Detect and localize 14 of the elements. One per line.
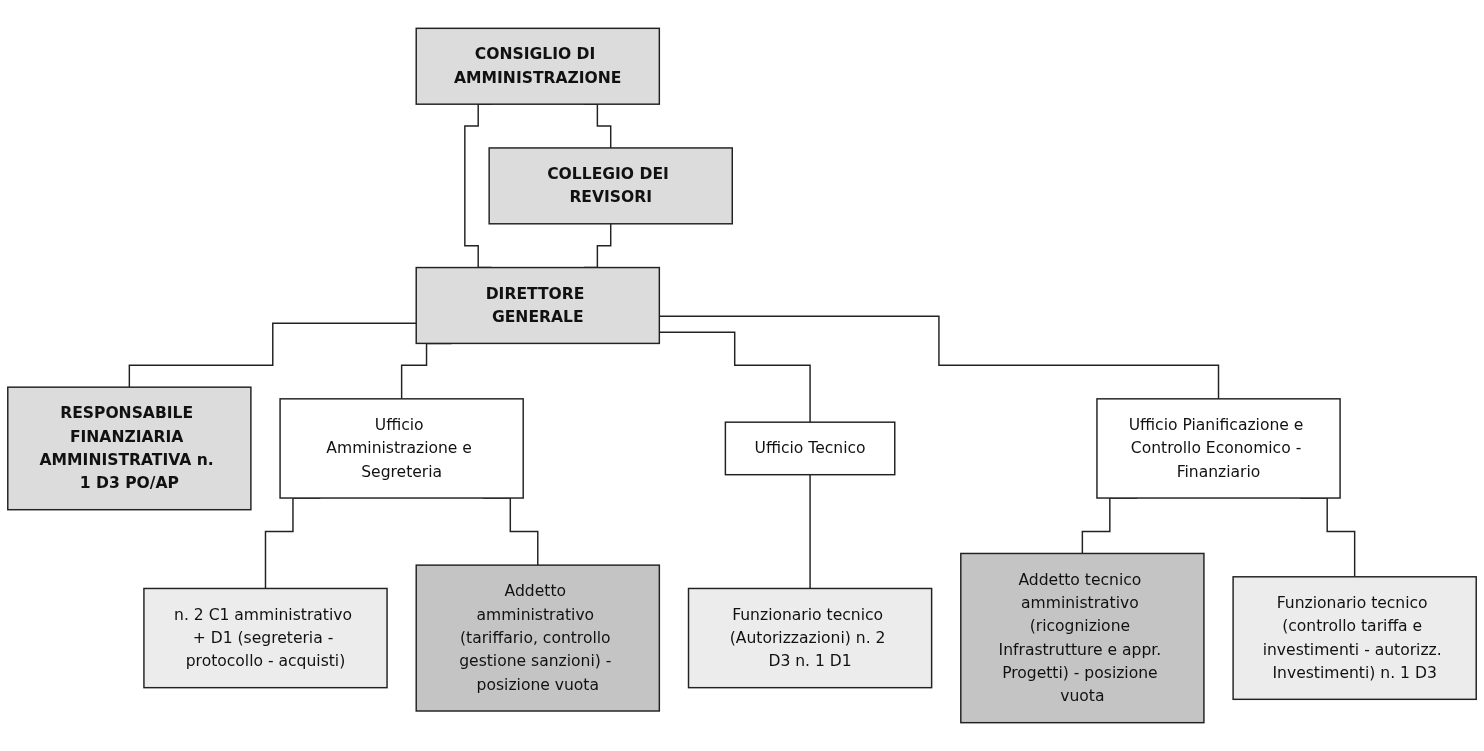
node-box: CONSIGLIO DI AMMINISTRAZIONE: [415, 27, 661, 105]
node-box: n. 2 C1 amministrativo + D1 (segreteria - protocollo - acquisti): [143, 587, 388, 689]
node-box: Addetto amministrativo (tariffario, controllo gestione sanzioni) - posizione vuota: [415, 564, 661, 712]
connector: [809, 473, 811, 590]
node-box: COLLEGIO DEI REVISORI: [488, 147, 733, 225]
node-box: Funzionario tecnico (Autorizzazioni) n. 2 D3 n. 1 D1: [687, 587, 933, 689]
node-box: Ufficio Pianificazione e Controllo Economico - Finanziario: [1096, 398, 1341, 499]
node-box: Ufficio Amministrazione e Segreteria: [279, 398, 524, 499]
connector: [128, 322, 417, 388]
node-box: Addetto tecnico amministrativo (ricognizione Infrastrutture e appr. Progetti) - posizione vuota: [960, 552, 1205, 724]
node-box: DIRETTORE GENERALE: [415, 266, 661, 345]
node-box: RESPONSABILE FINANZIARIA AMMINISTRATIVA n. 1 D3 PO/AP: [7, 386, 252, 511]
node-box: Ufficio Tecnico: [724, 421, 896, 476]
node-box: Funzionario tecnico (controllo tariffa e investimenti - autorizz. Investimenti) n. 1 D3: [1232, 576, 1477, 701]
